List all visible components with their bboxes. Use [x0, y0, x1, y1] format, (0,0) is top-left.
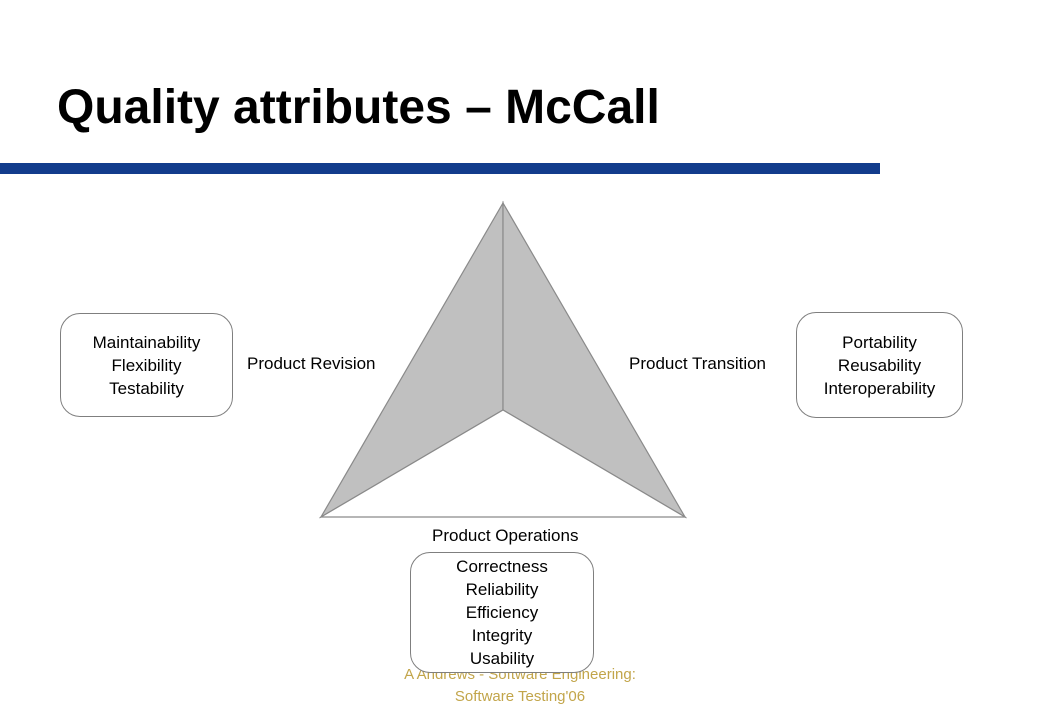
attribute-flexibility: Flexibility — [111, 355, 182, 375]
product-revision-label: Product Revision — [247, 354, 376, 373]
product-transition-label: Product Transition — [629, 354, 767, 373]
product-operations-label: Product Operations — [432, 526, 579, 545]
attribute-correctness: Correctness — [456, 557, 548, 576]
product-operations-attributes-box: Correctness Reliability Efficiency Integ… — [410, 552, 594, 673]
attribute-efficiency: Efficiency — [465, 603, 539, 622]
attribute-usability: Usability — [469, 649, 535, 668]
attribute-portability: Portability — [842, 332, 917, 352]
attribute-interoperability: Interoperability — [823, 378, 936, 398]
triangle-bottom-face — [318, 409, 688, 518]
attribute-reusability: Reusability — [837, 355, 922, 375]
attribute-integrity: Integrity — [471, 626, 533, 645]
slide-title: Quality attributes – McCall — [57, 81, 660, 134]
title-underline — [0, 163, 880, 174]
attribute-reliability: Reliability — [465, 580, 539, 599]
footer-line-2: Software Testing'06 — [454, 688, 586, 705]
product-transition-attributes-box: Portability Reusability Interoperability — [796, 312, 963, 418]
product-revision-attributes-box: Maintainability Flexibility Testability — [60, 313, 233, 417]
attribute-maintainability: Maintainability — [92, 332, 201, 352]
attribute-testability: Testability — [109, 378, 184, 398]
